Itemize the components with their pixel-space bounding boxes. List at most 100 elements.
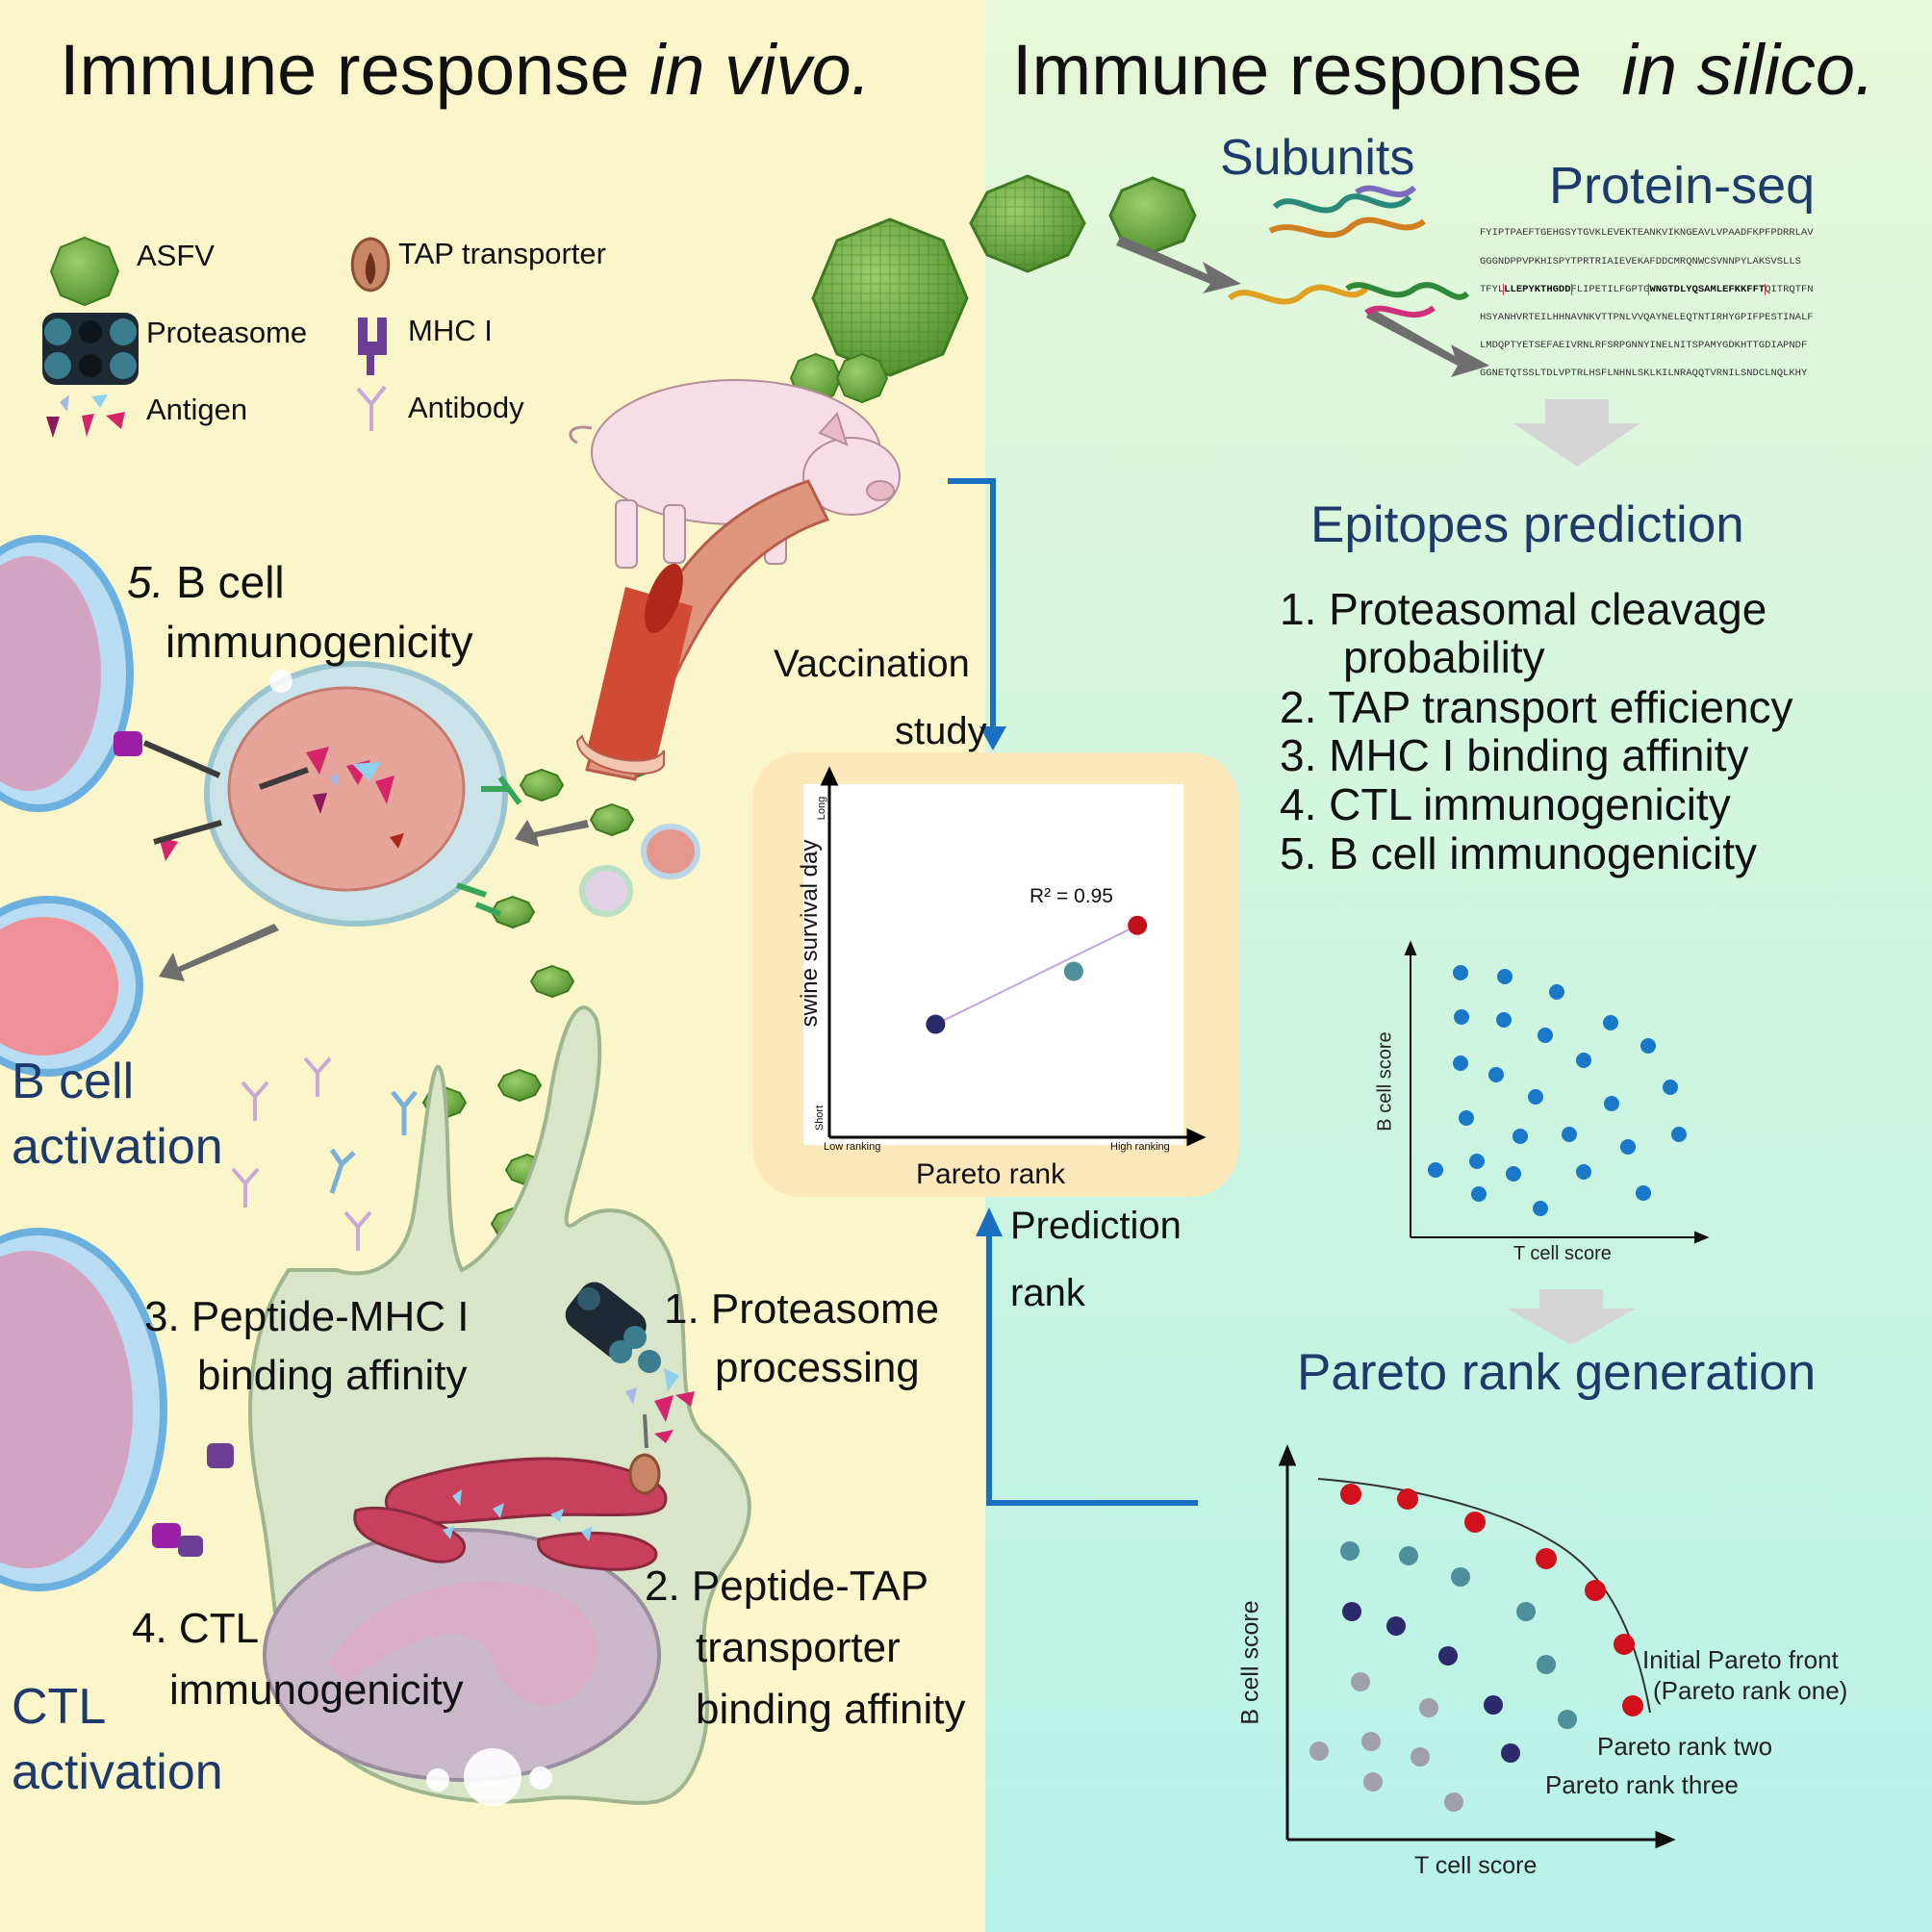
step2-label-line2: transporter	[696, 1624, 901, 1671]
step4-label-line2: immunogenicity	[169, 1666, 464, 1714]
sequence-highlight-1: LLEPYKTHGDD	[1503, 283, 1572, 295]
sequence-line: HSYANHVRTEILHHNAVNKVTTPNLVVQAYNELEQTNTIR…	[1480, 311, 1814, 323]
t-cells-partial	[0, 1228, 167, 1591]
chart-annotation: R² = 0.95	[1030, 885, 1113, 907]
epitope-scatter-axes	[1404, 940, 1710, 1244]
antigen-legend-icon	[46, 394, 125, 438]
antigen-presenting-cell	[248, 1005, 751, 1806]
initial-front-label-line2: (Pareto rank one)	[1653, 1676, 1848, 1705]
right-title-italic: in silico.	[1621, 30, 1875, 110]
grey-arrows	[159, 236, 1489, 981]
tap-in-cell	[628, 1413, 661, 1495]
proteasome-in-cell	[565, 1282, 661, 1373]
ctl-activation-line1: CTL	[12, 1679, 107, 1735]
protein-structures	[1227, 185, 1470, 318]
epitope-scatter-xlabel: T cell score	[1513, 1243, 1612, 1264]
left-title-text: Immune response	[60, 30, 649, 110]
chart-point-3	[1128, 915, 1148, 935]
legend-mhc-label: MHC I	[408, 314, 493, 347]
pareto-front-curve	[1317, 1478, 1651, 1714]
pareto-rank-title: Pareto rank generation	[1297, 1344, 1817, 1401]
pareto-xlabel: T cell score	[1414, 1852, 1538, 1879]
er-antigens	[443, 1489, 593, 1541]
proteasome-legend-icon	[42, 313, 139, 385]
step2-label-line1: 2. Peptide-TAP	[645, 1563, 929, 1610]
receptor-stalks	[142, 740, 310, 845]
chart-axes	[820, 766, 1207, 1147]
chart-ytick-short: Short	[814, 1105, 826, 1131]
chart-xtick-low: Low ranking	[824, 1141, 881, 1153]
rank-two-label: Pareto rank two	[1597, 1732, 1773, 1761]
epitope-step-1-cont: probability	[1343, 632, 1545, 682]
epitopes-prediction-title: Epitopes prediction	[1310, 496, 1744, 553]
b-cell-immunogenicity-label: 5. B cell	[127, 556, 285, 608]
blood-cells	[579, 824, 700, 917]
prediction-arrow	[976, 1208, 1198, 1506]
prediction-label-line2: rank	[1010, 1272, 1085, 1314]
epitope-step-4: 4. CTL immunogenicity	[1280, 779, 1731, 829]
free-antibodies-blue	[329, 1090, 418, 1194]
legend-asfv-label: ASFV	[137, 239, 215, 272]
mhc-legend-icon	[358, 318, 387, 375]
step1-label-line1: 1. Proteasome	[664, 1285, 940, 1333]
step4-label-line1: 4. CTL	[132, 1605, 260, 1652]
vaccination-label-line1: Vaccination	[774, 643, 970, 685]
b-cell-partial-mid	[0, 896, 143, 1077]
subunits-label: Subunits	[1220, 130, 1415, 186]
asfv-legend-icon	[49, 236, 120, 307]
prediction-label-line1: Prediction	[1010, 1205, 1182, 1247]
b-cell-large	[204, 661, 508, 927]
chart-point-1	[926, 1014, 946, 1034]
sequence-line: LMDQPTYETSEFAEIVRNLRFSRPGNNYINELNITSPAMY…	[1480, 339, 1808, 351]
chart-plot-background	[803, 784, 1183, 1145]
legend-antibody-label: Antibody	[408, 391, 524, 424]
vaccination-label-line2: study	[895, 710, 987, 752]
epitope-scatter-points	[1428, 965, 1687, 1216]
right-title: Immune response in silico.	[1012, 29, 1875, 111]
vaccination-arrow	[948, 478, 1006, 750]
protein-seq-label: Protein-seq	[1549, 157, 1816, 215]
epitope-scatter-ylabel: B cell score	[1374, 1031, 1396, 1131]
sequence-line: GGNETQTSSLTDLVPTRLHSFLNHNLSKLKILNRAQQTVR…	[1480, 367, 1808, 379]
rank-three-label: Pareto rank three	[1545, 1770, 1739, 1799]
legend-antigen-label: Antigen	[146, 393, 248, 426]
free-antibodies	[231, 1056, 372, 1251]
right-title-text: Immune response	[1012, 30, 1622, 110]
tap-transporter-legend-icon	[350, 237, 391, 292]
chart-fit-line	[934, 924, 1138, 1026]
epitope-step-2: 2. TAP transport efficiency	[1280, 682, 1793, 732]
pareto-axes	[1278, 1444, 1676, 1849]
epitope-step-5: 5. B cell immunogenicity	[1280, 828, 1757, 878]
epitope-step-3: 3. MHC I binding affinity	[1280, 730, 1749, 780]
b-cell-step-number: 5.	[127, 557, 165, 607]
chart-ylabel: swine survival day	[797, 839, 823, 1028]
b-cell-step-line2: immunogenicity	[165, 617, 473, 667]
b-cell-partial-top	[0, 535, 134, 812]
b-cell-activation-line2: activation	[12, 1119, 223, 1175]
down-arrows	[1507, 399, 1640, 1345]
chart-ytick-long: Long	[816, 796, 827, 821]
chart-xlabel: Pareto rank	[916, 1158, 1066, 1190]
pareto-other-points	[1309, 1672, 1463, 1812]
chart-points	[926, 915, 1148, 1034]
sequence-line: FYIPTPAEFTGEHGSYTGVKLEVEKTEANKVIKNGEAVLV…	[1480, 226, 1814, 239]
sequence-line: TFYLLLEPYKTHGDDFLIPETILFGPTGWNGTDLYQSAML…	[1480, 283, 1814, 295]
sequence-highlight-2: WNGTDLYQSAMLEFKKFFT	[1648, 283, 1767, 295]
pareto-ylabel: B cell score	[1236, 1600, 1264, 1725]
antibody-legend-icon	[356, 385, 387, 431]
left-title-italic: in vivo.	[648, 30, 872, 110]
b-cell-antigens	[159, 747, 404, 861]
virion-large	[811, 174, 1197, 377]
left-title: Immune response in vivo.	[60, 29, 871, 111]
step1-label-line2: processing	[715, 1344, 920, 1391]
blood-vessel	[575, 479, 830, 781]
legend-proteasome-label: Proteasome	[146, 316, 308, 349]
step3-label-line1: 3. Peptide-MHC I	[144, 1293, 470, 1340]
epitope-step-1: 1. Proteasomal cleavage	[1280, 584, 1767, 634]
ctl-activation-line2: activation	[12, 1744, 223, 1800]
chart-point-2	[1063, 961, 1083, 981]
pareto-rank-one-points	[1340, 1484, 1643, 1716]
chart-xtick-high: High ranking	[1110, 1141, 1170, 1153]
